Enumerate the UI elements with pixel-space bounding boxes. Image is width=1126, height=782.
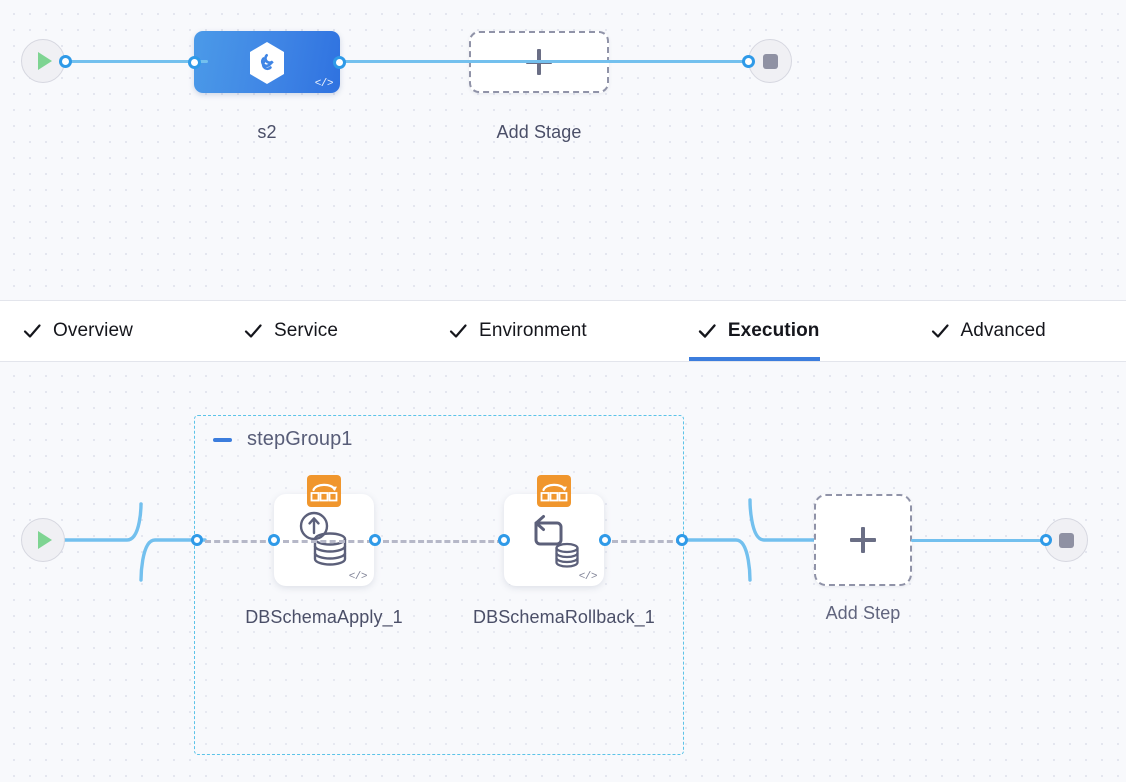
tab-overview[interactable]: Overview <box>14 301 163 361</box>
s2-output-port[interactable] <box>333 56 346 69</box>
s2-input-port[interactable] <box>188 56 201 69</box>
addstep-to-end-wire <box>911 539 1046 542</box>
db-schema-rollback-badge-icon <box>537 475 571 507</box>
step-group-header[interactable]: stepGroup1 <box>213 428 353 451</box>
code-icon[interactable]: </> <box>314 78 334 90</box>
dashed-wire-apply-to-rollback <box>383 540 503 543</box>
execution-step-canvas[interactable]: stepGroup1 <box>0 362 1126 782</box>
step-group-stepgroup1[interactable]: stepGroup1 <box>194 415 684 755</box>
database-rollback-icon <box>504 510 604 570</box>
execution-start-node[interactable] <box>21 518 65 562</box>
execution-end-node[interactable] <box>1040 518 1088 562</box>
code-icon[interactable]: </> <box>578 571 598 583</box>
start-circle <box>21 518 65 562</box>
end-input-port[interactable] <box>1040 534 1052 546</box>
check-icon <box>697 321 717 341</box>
code-icon[interactable]: </> <box>348 571 368 583</box>
dashed-wire-to-apply <box>283 540 373 543</box>
start-to-group-connector <box>57 502 207 582</box>
step-output-port[interactable] <box>369 534 381 546</box>
stage-wire-start-to-s2 <box>60 60 208 63</box>
tab-label: Environment <box>479 320 587 341</box>
minus-icon[interactable] <box>213 437 232 442</box>
stage-start-node[interactable] <box>21 39 72 83</box>
end-input-port[interactable] <box>742 55 755 68</box>
step-group-title: stepGroup1 <box>247 428 353 450</box>
tab-label: Advanced <box>960 320 1046 341</box>
hexagon-link-icon <box>247 41 287 84</box>
tab-label: Execution <box>727 320 820 341</box>
tab-execution[interactable]: Execution <box>688 301 850 361</box>
play-icon <box>38 531 52 549</box>
step-card[interactable]: </> <box>504 475 604 586</box>
tab-advanced[interactable]: Advanced <box>922 301 1076 361</box>
stage-wire-s2-to-end <box>335 60 749 63</box>
step-node-label: DBSchemaRollback_1 <box>473 607 655 627</box>
check-icon <box>930 321 950 341</box>
group-to-addstep-connector <box>682 498 819 582</box>
start-circle <box>21 39 65 83</box>
end-circle <box>748 39 792 83</box>
step-input-port[interactable] <box>498 534 510 546</box>
tab-environment[interactable]: Environment <box>440 301 617 361</box>
stop-icon <box>1058 532 1074 548</box>
stage-config-tabbar[interactable]: Overview Service Environment Execution A… <box>0 300 1126 362</box>
step-input-port[interactable] <box>268 534 280 546</box>
stage-end-node[interactable] <box>740 39 792 83</box>
stage-node-label: s2 <box>257 122 277 142</box>
stop-icon <box>762 53 778 69</box>
start-output-port[interactable] <box>59 55 72 68</box>
check-icon <box>448 321 468 341</box>
tab-label: Service <box>273 320 339 341</box>
stage-canvas[interactable]: </> s2 Add Stage <box>0 0 1126 300</box>
check-icon <box>22 321 42 341</box>
add-step-label: Add Step <box>825 603 901 623</box>
stage-node-body[interactable]: </> <box>194 31 340 93</box>
step-node-label: DBSchemaApply_1 <box>245 607 403 627</box>
database-upload-icon <box>274 510 374 570</box>
tab-service[interactable]: Service <box>235 301 368 361</box>
step-output-port[interactable] <box>599 534 611 546</box>
group-output-port[interactable] <box>676 534 688 546</box>
check-icon <box>243 321 263 341</box>
group-input-port[interactable] <box>191 534 203 546</box>
dashed-wire-rollback-to-group-output <box>612 540 682 543</box>
play-icon <box>38 52 52 70</box>
group-input-dashed-wire <box>205 540 275 543</box>
db-schema-apply-badge-icon <box>307 475 341 507</box>
tab-label: Overview <box>53 320 133 341</box>
add-stage-label: Add Stage <box>496 122 582 142</box>
plus-icon <box>850 527 876 553</box>
add-step-button[interactable] <box>814 494 912 586</box>
